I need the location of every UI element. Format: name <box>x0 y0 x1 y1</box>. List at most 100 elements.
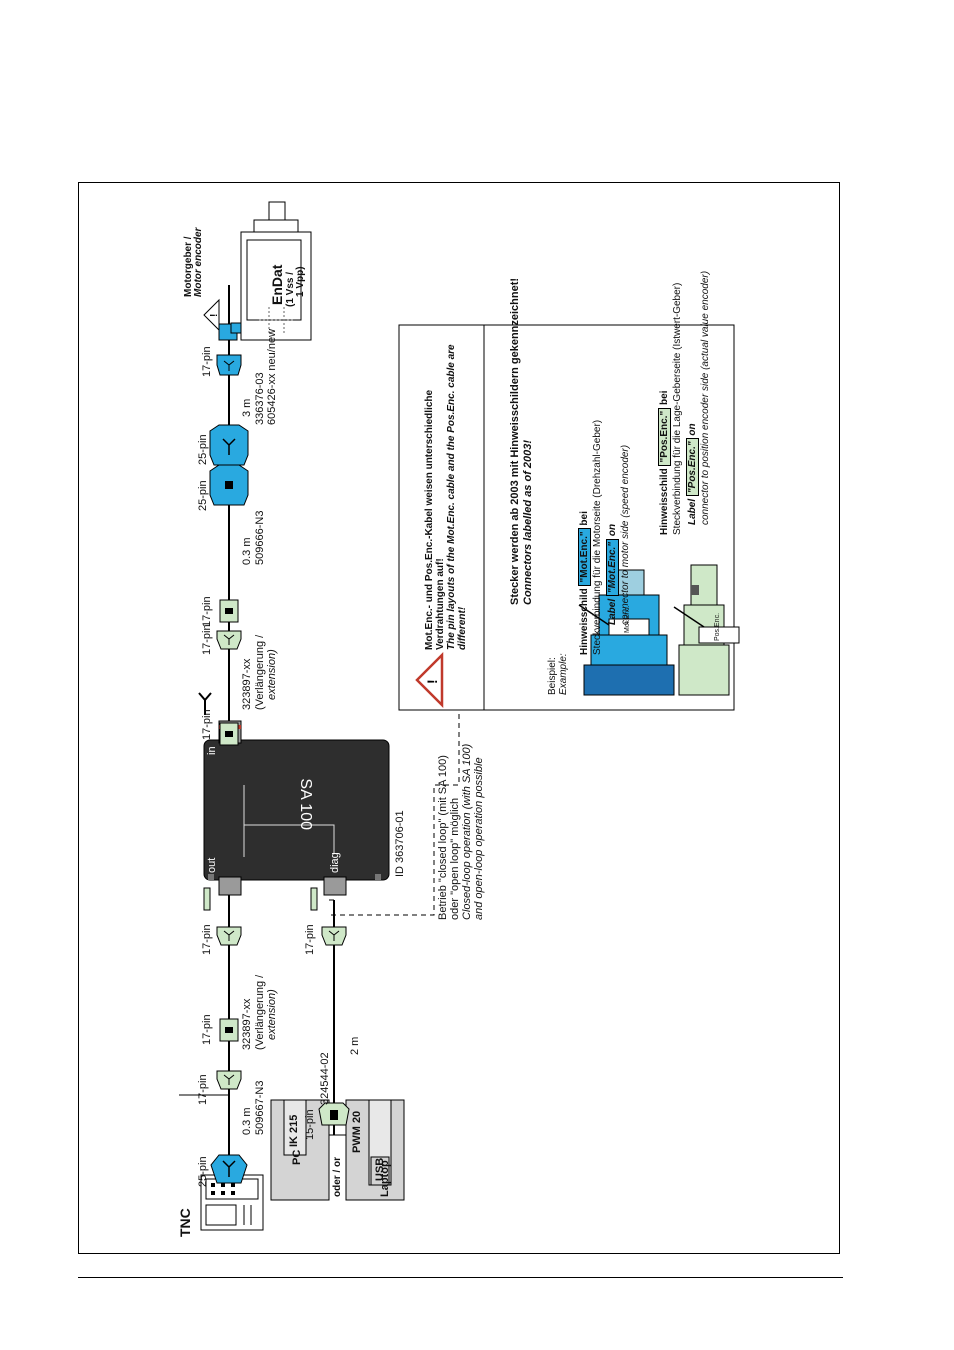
pc-label: PC <box>291 1149 303 1165</box>
connector-17pin-diag <box>321 926 347 946</box>
sa100-label: SA 100 <box>297 778 314 830</box>
pos-line-en: Label "Pos.Enc." on <box>686 423 699 525</box>
cable-ext-de-b: (Verlängerung / <box>254 634 266 710</box>
connector-17pin-1 <box>216 1070 242 1090</box>
cable-ext-en-a: extension) <box>266 989 278 1040</box>
pos-desc-en: connector to position encoder side (actu… <box>700 270 711 525</box>
cable-509666-len: 0.3 m <box>241 537 253 565</box>
endat-label: EnDat <box>269 264 285 305</box>
cable-336376: 336376-03 <box>254 372 266 425</box>
sa100-id: ID 363706-01 <box>394 810 406 877</box>
mot-desc-de: Steckverbindung für die Motorseite (Dreh… <box>592 419 603 655</box>
mot-prefix-de: Hinweisschild <box>579 588 590 655</box>
pin-label-17-b: 17-pin <box>201 1014 213 1045</box>
cable-ext-en-b: extension) <box>266 649 278 700</box>
pin-label-25-tnc: 25-pin <box>197 1156 209 1187</box>
svg-text:!: ! <box>424 679 440 684</box>
pos-enc-connector-photo <box>673 564 740 696</box>
pos-desc-de: Steckverbindung für die Lage-Geberseite … <box>672 282 683 535</box>
pin-label-15: 15-pin <box>304 1109 316 1140</box>
diagram-graphics: ! ! <box>179 201 740 1231</box>
y-symbol-in <box>198 692 212 715</box>
ik215-label: IK 215 <box>288 1114 300 1147</box>
mot-suffix-de: bei <box>579 511 590 526</box>
pin-label-17-g: 17-pin <box>201 346 213 377</box>
warning-en-2: different! <box>457 606 468 650</box>
ik215-box <box>283 1099 307 1156</box>
mot-desc-en: connector to motor side (speed encoder) <box>620 444 631 625</box>
sa100-out-label: out <box>206 857 218 873</box>
pwm20-label: PWM 20 <box>351 1110 363 1153</box>
mot-line-en: Label "Mot.Enc." on <box>606 523 619 625</box>
pos-prefix-en: Label <box>687 498 698 525</box>
warning-en-1: The pin layouts of the Mot.Enc. cable an… <box>446 344 457 650</box>
connector-15pin <box>318 1102 350 1126</box>
headline-en: Connectors labelled as of 2003! <box>522 439 534 605</box>
cable-509667: 509667-N3 <box>254 1080 266 1135</box>
warning-de-2: Verdrahtungen auf! <box>435 558 446 650</box>
mot-enc-connector-photo <box>578 569 675 696</box>
connector-25pin-tnc <box>210 1154 248 1184</box>
tnc-label: TNC <box>177 1208 193 1237</box>
pin-label-17-c: 17-pin <box>201 924 213 955</box>
usb-box <box>370 1156 390 1186</box>
cable-336376-len: 3 m <box>241 398 253 417</box>
pin-label-17-diag: 17-pin <box>304 924 316 955</box>
pos-suffix-de: bei <box>659 390 670 406</box>
pin-diag <box>310 887 318 911</box>
motor-encoder <box>240 201 312 341</box>
tag-pos-enc: Pos.Enc. <box>714 612 721 641</box>
connector-17pin-5 <box>216 630 242 650</box>
mot-line-de: Hinweisschild "Mot.Enc." bei <box>578 511 591 655</box>
pin-label-25-a: 25-pin <box>197 480 209 511</box>
pos-line-de: Hinweisschild "Pos.Enc." bei <box>658 390 671 535</box>
diagram-frame: ! ! <box>78 182 840 1254</box>
mot-label-de: "Mot.Enc." <box>578 528 591 586</box>
mot-suffix-en: on <box>607 523 618 537</box>
loop-note-4: and open-loop operation possible <box>473 757 485 920</box>
pin-label-17-d: 17-pin <box>201 709 213 740</box>
tag-mot-enc: Mot.Enc. <box>624 605 631 633</box>
cable-324544: 324544-02 <box>319 1052 331 1105</box>
usb-label: USB <box>374 1157 386 1181</box>
connector-17pin-7 <box>216 354 242 376</box>
mot-prefix-en: Label <box>607 598 618 625</box>
cable-323897-b: 323897-xx <box>241 658 253 710</box>
connector-25pin-b <box>209 424 249 466</box>
cable-ext-de-a: (Verlängerung / <box>254 974 266 1050</box>
loop-note-2: oder "open loop" möglich <box>449 797 461 920</box>
footer-rule <box>78 1277 843 1278</box>
loop-note-3: Closed-loop operation (with SA 100) <box>461 743 473 920</box>
loop-note-1: Betrieb "closed loop" (mit SA 100) <box>437 755 449 920</box>
sa100-in-label: in <box>206 746 218 755</box>
cable-509667-len: 0.3 m <box>241 1107 253 1135</box>
example-en: Example: <box>558 653 569 695</box>
cable-509666: 509666-N3 <box>254 510 266 565</box>
diagram-stage: ! ! <box>79 183 841 1255</box>
pos-label-de: "Pos.Enc." <box>658 407 671 466</box>
warning-triangle-motor: ! <box>203 298 220 332</box>
pin-label-17-a: 17-pin <box>197 1074 209 1105</box>
example-de: Beispiel: <box>547 657 558 695</box>
or-label: oder / or <box>332 1156 343 1197</box>
sa100-diag-label: diag <box>329 852 341 873</box>
mot-label-en: "Mot.Enc." <box>606 538 619 597</box>
warning-triangle-box: ! <box>415 651 444 709</box>
svg-text:!: ! <box>209 314 220 317</box>
pin-label-25-b: 25-pin <box>197 434 209 465</box>
connector-17pin-6 <box>219 599 239 623</box>
pos-label-en: "Pos.Enc." <box>686 438 699 497</box>
connector-motor <box>218 322 242 341</box>
headline-de: Stecker werden ab 2003 mit Hinweisschild… <box>509 277 521 605</box>
pin-label-17-f: 17-pin <box>201 596 213 627</box>
pin-out <box>203 887 211 911</box>
connector-17pin-4 <box>219 722 239 746</box>
cable-324544-len: 2 m <box>349 1036 361 1055</box>
tnc-device <box>200 1174 264 1231</box>
warning-de-1: Mot.Enc.- und Pos.Enc.-Kabel weisen unte… <box>424 389 435 650</box>
connector-17pin-3 <box>216 926 242 946</box>
pin-label-17-e: 17-pin <box>201 624 213 655</box>
pos-suffix-en: on <box>687 423 698 436</box>
connector-25pin-a <box>209 464 249 506</box>
connector-17pin-2 <box>219 1018 239 1042</box>
